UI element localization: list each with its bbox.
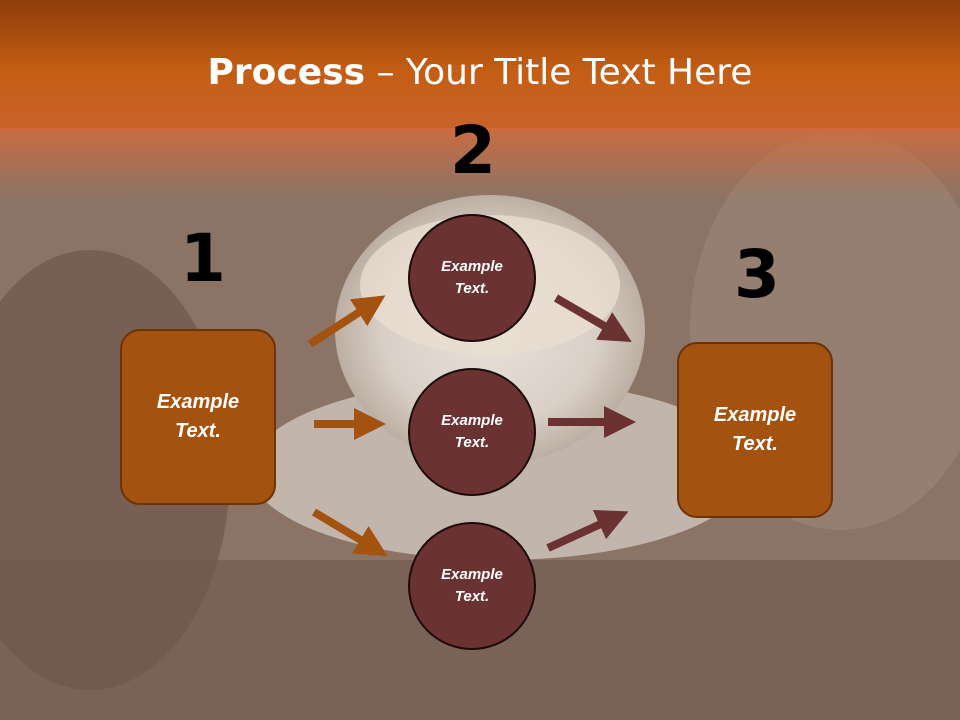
step-number-1: 1 [180,220,226,297]
circle-middle-label: Example Text. [441,411,503,452]
circle-middle: Example Text. [408,368,536,496]
circle-bottom: Example Text. [408,522,536,650]
right-box-label: Example Text. [713,404,797,455]
circle-top: Example Text. [408,214,536,342]
arrow-left-to-top [307,295,386,348]
circle-bottom-label: Example Text. [441,565,503,606]
slide-title: Process – Your Title Text Here [0,52,960,93]
arrow-top-to-right [553,294,632,343]
left-box-label: Example Text. [156,391,240,442]
title-rest: – Your Title Text Here [365,52,753,93]
circle-top-label: Example Text. [441,257,503,298]
step-number-3: 3 [734,236,780,313]
step-number-2: 2 [450,112,496,189]
left-process-box: Example Text. [120,329,276,505]
title-bold: Process [207,52,366,93]
right-process-box: Example Text. [677,342,833,518]
arrow-left-to-bottom [311,508,388,557]
arrow-bottom-to-right [546,510,629,552]
